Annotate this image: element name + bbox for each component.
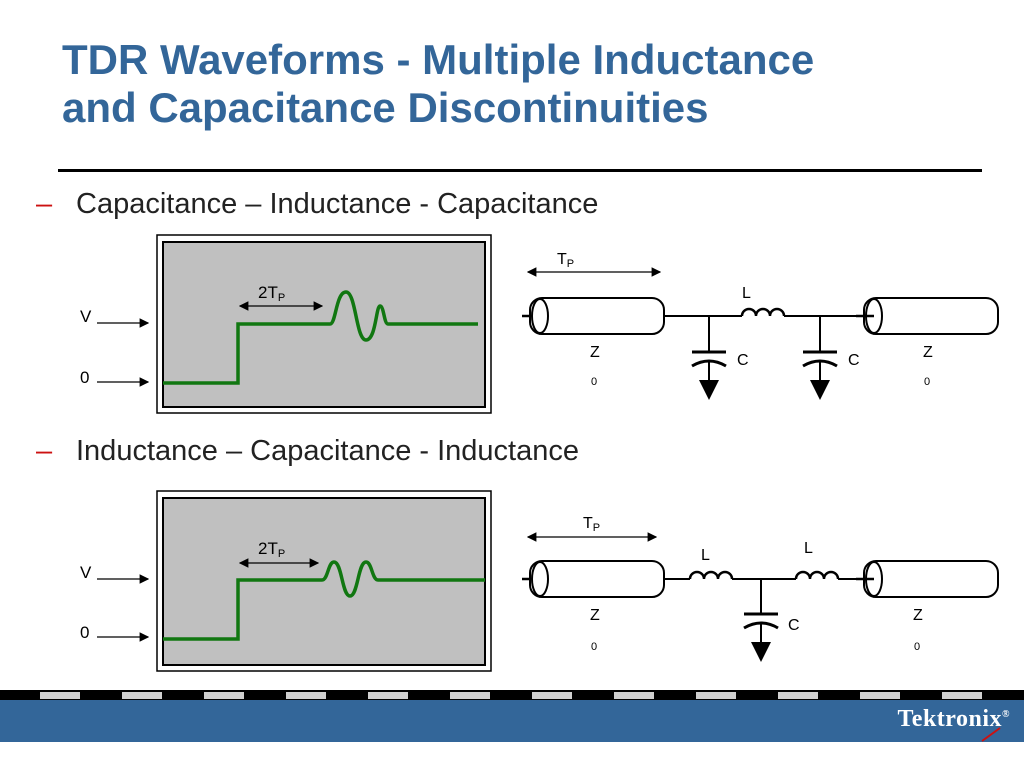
left-transmission-line-2 (529, 560, 665, 598)
footer-bar (0, 700, 1024, 742)
bullet-dash-2: – (36, 435, 53, 467)
impedance-left-label-2: Z (590, 607, 600, 624)
capacitor-1b (802, 316, 838, 400)
capacitor-label-2: C (788, 617, 800, 634)
inductor-label-1: L (742, 285, 751, 302)
capacitor-1a (691, 316, 727, 400)
inductor-label-2b: L (804, 540, 813, 557)
right-transmission-line-2 (863, 560, 999, 598)
circuit-diagram-2: TP L L C Z 0 Z 0 (522, 515, 999, 662)
tektronix-logo: Tektronix® (897, 706, 1010, 733)
impedance-left-label-1: Z (590, 344, 600, 361)
time-span-label-1: 2TP (258, 283, 285, 304)
impedance-right-sub-1: 0 (924, 376, 930, 388)
inductor-2a (688, 570, 734, 580)
title-line-2: and Capacitance Discontinuities (62, 84, 709, 131)
section-2-heading: Inductance – Capacitance - Inductance (76, 435, 579, 467)
footer-stripes (0, 690, 1024, 700)
propagation-time-label-1: TP (557, 251, 574, 270)
impedance-right-label-1: Z (923, 344, 933, 361)
logo-text: Tektronix (897, 706, 1003, 732)
capacitor-label-1a: C (737, 352, 749, 369)
capacitor-label-1b: C (848, 352, 860, 369)
bullet-section-1: –Capacitance – Inductance - Capacitance (36, 188, 598, 221)
circuit-diagram-1: TP L C C Z 0 Z 0 (522, 251, 999, 400)
zero-level-label-2: 0 (80, 623, 89, 642)
diagram-canvas: 2TP V 0 TP L C (80, 234, 999, 672)
bullet-section-2: –Inductance – Capacitance - Inductance (36, 435, 579, 468)
inductor-1 (740, 307, 786, 317)
zero-level-label-1: 0 (80, 368, 89, 387)
impedance-right-label-2: Z (913, 607, 923, 624)
logo-registered-mark: ® (1002, 709, 1010, 720)
inductor-label-2a: L (701, 547, 710, 564)
section-1-heading: Capacitance – Inductance - Capacitance (76, 188, 599, 220)
slide-title: TDR Waveforms - Multiple Inductance and … (62, 36, 962, 132)
propagation-time-label-2: TP (583, 515, 600, 534)
left-transmission-line-1 (529, 297, 665, 335)
bullet-dash-1: – (36, 188, 53, 220)
right-transmission-line-1 (863, 297, 999, 335)
tdr-waveform-1 (163, 290, 478, 385)
v-level-label-1: V (80, 307, 92, 326)
capacitor-2 (743, 579, 779, 662)
impedance-left-sub-1: 0 (591, 376, 597, 388)
impedance-right-sub-2: 0 (914, 641, 920, 653)
title-divider (58, 169, 982, 172)
time-span-label-2: 2TP (258, 539, 285, 560)
title-line-1: TDR Waveforms - Multiple Inductance (62, 36, 815, 83)
tdr-waveform-2 (163, 560, 485, 641)
v-level-label-2: V (80, 563, 92, 582)
inductor-2b (794, 570, 840, 580)
scope-display-2: 2TP (156, 490, 492, 672)
impedance-left-sub-2: 0 (591, 641, 597, 653)
scope-display-1: 2TP (156, 234, 492, 414)
